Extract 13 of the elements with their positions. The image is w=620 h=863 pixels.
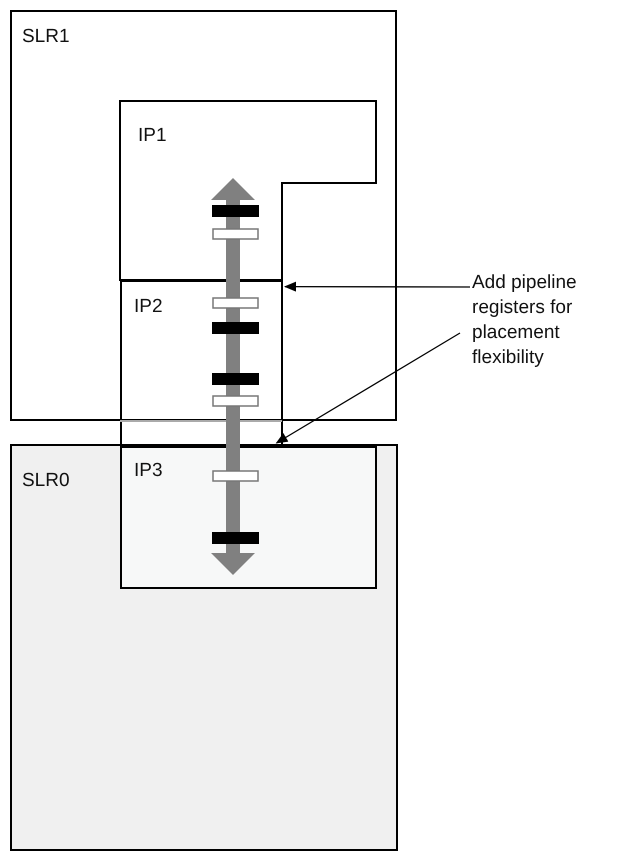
block-label: IP3 <box>134 460 163 482</box>
ip-block <box>120 280 283 446</box>
callout-text: Add pipeline registers for placement flexibility <box>472 270 620 390</box>
leader-line <box>284 282 470 292</box>
ip-block <box>120 101 377 281</box>
block-label: IP2 <box>134 296 163 318</box>
slr-region <box>10 10 397 421</box>
leader-line <box>276 332 460 444</box>
block-label: SLR0 <box>22 470 70 492</box>
slr-region <box>10 444 398 851</box>
block-label: SLR1 <box>22 26 70 48</box>
block-label: IP1 <box>138 125 167 147</box>
ip-block <box>120 446 377 589</box>
